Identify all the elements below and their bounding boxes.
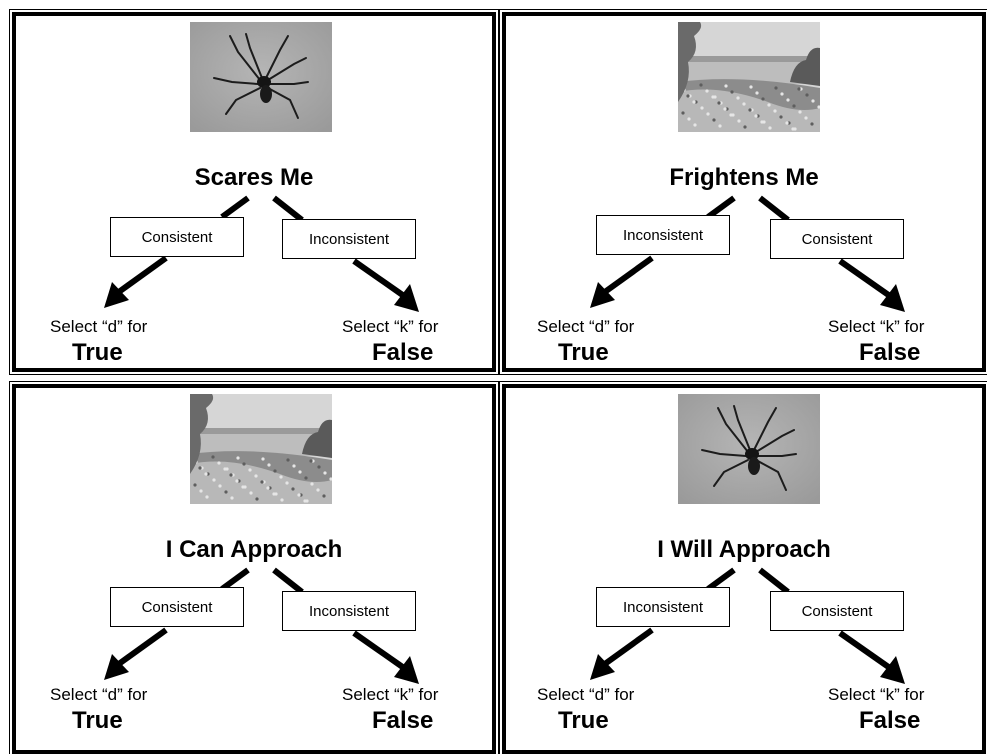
right-answer-label: False: [859, 339, 921, 366]
stimulus-photo: [190, 394, 332, 504]
stimulus-photo: [678, 394, 820, 504]
left-answer-label: True: [72, 707, 123, 734]
left-category-box: Inconsistent: [596, 587, 730, 627]
arrow-diagram: [590, 567, 905, 684]
left-arrowhead: [590, 282, 615, 308]
left-category-box: Inconsistent: [596, 215, 730, 255]
landscape-image: [190, 394, 332, 504]
arrow-diagram: [104, 195, 419, 312]
prompt-text: I Will Approach: [657, 536, 831, 563]
spider-image: [190, 22, 332, 132]
right-arrowhead: [394, 284, 419, 312]
left-connector-line: [706, 567, 736, 592]
left-connector-line: [220, 195, 250, 220]
left-arrowhead: [590, 654, 615, 680]
trial-panel: Frightens Me Inconsistent Consistent Sel…: [499, 9, 987, 375]
left-arrow-shaft: [114, 255, 168, 297]
left-answer-label: True: [558, 707, 609, 734]
right-connector-line: [758, 567, 790, 595]
right-select-instruction: Select “k” for: [342, 317, 439, 336]
left-select-instruction: Select “d” for: [537, 685, 635, 704]
right-arrow-shaft: [838, 258, 892, 299]
right-select-instruction: Select “k” for: [342, 685, 439, 704]
right-answer-label: False: [859, 707, 921, 734]
right-select-instruction: Select “k” for: [828, 317, 925, 336]
right-arrowhead: [394, 656, 419, 684]
right-category-box: Consistent: [770, 219, 904, 259]
left-arrow-shaft: [600, 627, 654, 669]
right-select-instruction: Select “k” for: [828, 685, 925, 704]
trial-panel: Scares Me Consistent Inconsistent Select…: [9, 9, 499, 375]
spider-image: [678, 394, 820, 504]
stimulus-photo: [190, 22, 332, 132]
left-select-instruction: Select “d” for: [50, 317, 148, 336]
left-category-box: Consistent: [110, 587, 244, 627]
right-category-box: Inconsistent: [282, 591, 416, 631]
landscape-image: [678, 22, 820, 132]
right-arrow-shaft: [838, 630, 892, 671]
left-arrowhead: [104, 282, 129, 308]
left-answer-label: True: [72, 339, 123, 366]
arrow-diagram: [104, 567, 419, 684]
right-category-box: Inconsistent: [282, 219, 416, 259]
right-connector-line: [272, 567, 304, 595]
right-arrowhead: [880, 284, 905, 312]
right-answer-label: False: [372, 339, 434, 366]
right-arrow-shaft: [352, 258, 406, 299]
left-arrow-shaft: [114, 627, 168, 669]
right-connector-line: [758, 195, 790, 223]
trial-panel: I Will Approach Inconsistent Consistent …: [499, 381, 987, 754]
left-answer-label: True: [558, 339, 609, 366]
prompt-text: Frightens Me: [669, 164, 819, 191]
right-connector-line: [272, 195, 304, 223]
prompt-text: Scares Me: [194, 164, 314, 191]
left-connector-line: [706, 195, 736, 220]
left-arrow-shaft: [600, 255, 654, 297]
prompt-text: I Can Approach: [165, 536, 343, 563]
right-arrowhead: [880, 656, 905, 684]
right-category-box: Consistent: [770, 591, 904, 631]
right-arrow-shaft: [352, 630, 406, 671]
trial-panel: I Can Approach Consistent Inconsistent S…: [9, 381, 499, 754]
arrow-diagram: [590, 195, 905, 312]
left-select-instruction: Select “d” for: [537, 317, 635, 336]
right-answer-label: False: [372, 707, 434, 734]
left-arrowhead: [104, 654, 129, 680]
stimulus-photo: [678, 22, 820, 132]
left-connector-line: [220, 567, 250, 592]
left-select-instruction: Select “d” for: [50, 685, 148, 704]
left-category-box: Consistent: [110, 217, 244, 257]
